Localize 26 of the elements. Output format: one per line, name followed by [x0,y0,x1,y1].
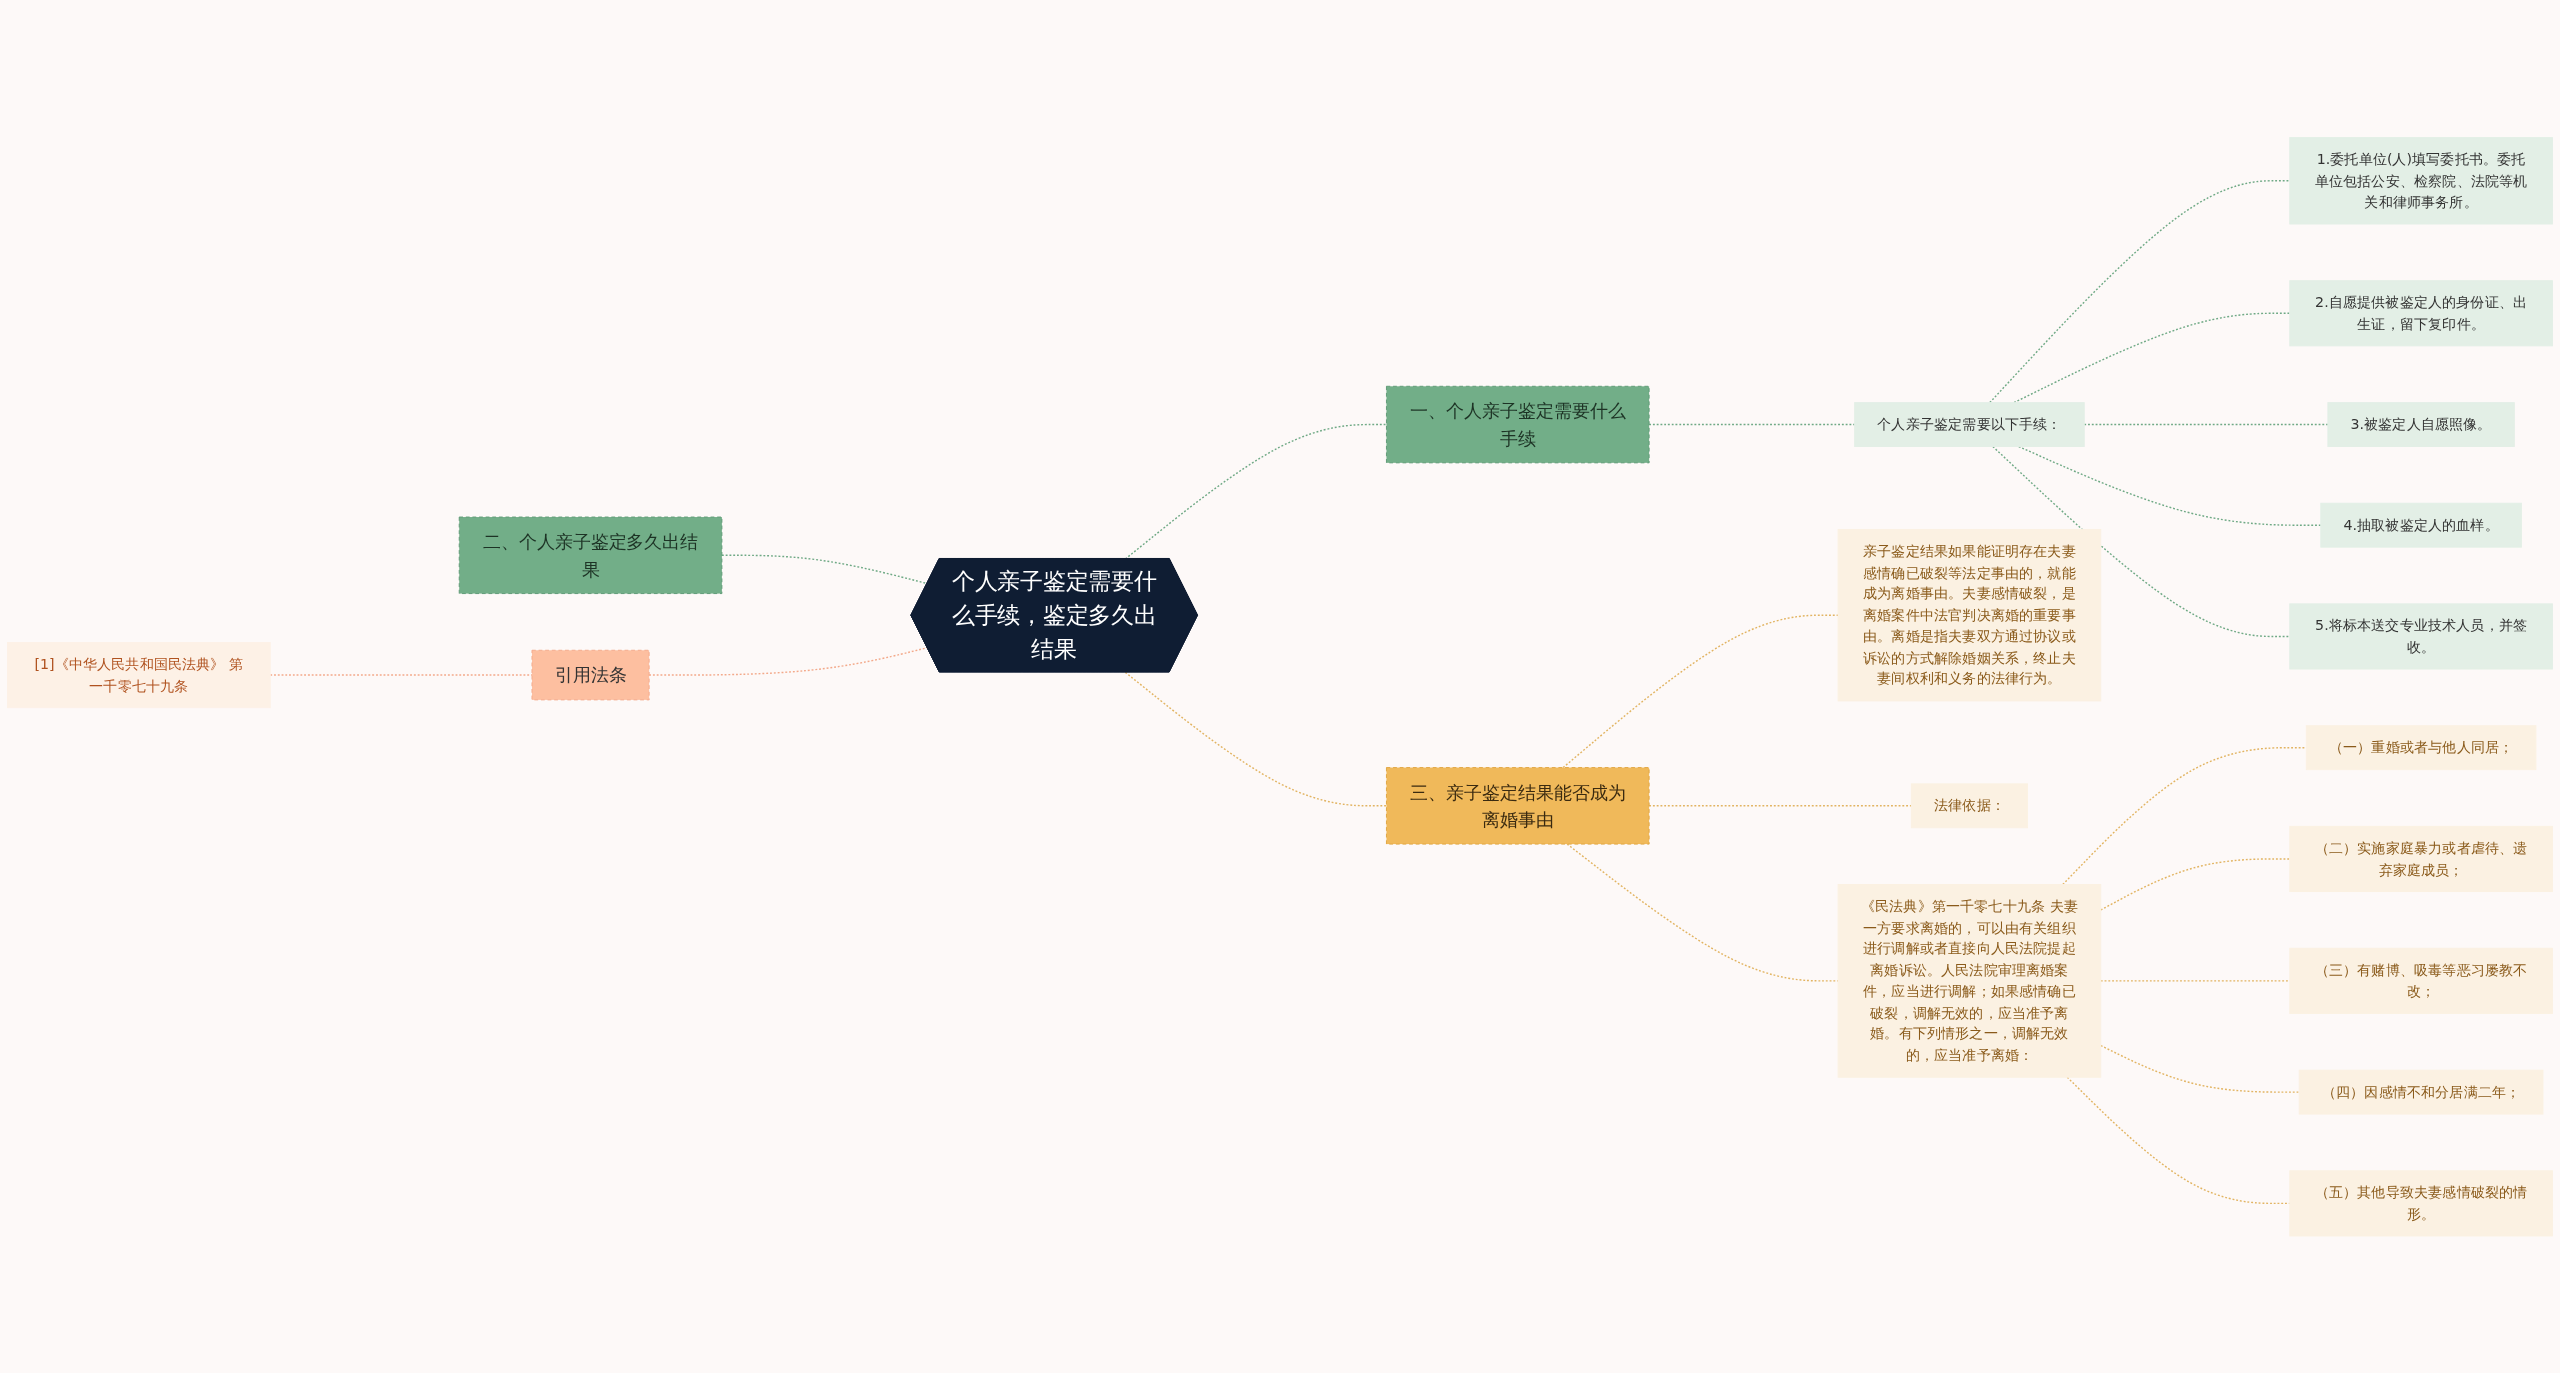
node-box: 4.抽取被鉴定人的血样。 [2320,502,2522,548]
node-box: （五）其他导致夫妻感情破裂的情形。 [2289,1170,2553,1237]
node-box: （三）有赌博、吸毒等恶习屡教不改； [2289,947,2553,1014]
connector [2100,979,2291,982]
node-box: 一、个人亲子鉴定需要什么手续 [1386,385,1650,464]
node-box: （四）因感情不和分居满二年； [2298,1069,2544,1115]
node-box: 法律依据： [1910,783,2028,828]
node-box: 引用法条 [531,649,650,701]
connector [2100,1044,2300,1093]
connector [1124,671,1388,807]
node-box: 二、个人亲子鉴定多久出结果 [458,516,723,594]
node-box: 5.将标本送交专业技术人员，并签收。 [2289,603,2553,670]
node-box: 3.被鉴定人自愿照像。 [2327,401,2515,447]
node-box: 三、亲子鉴定结果能否成为离婚事由 [1386,766,1650,845]
connector [2062,746,2307,885]
connector [2100,858,2291,911]
node-box: 亲子鉴定结果如果能证明存在夫妻感情确已破裂等法定事由的，就能成为离婚事由。夫妻感情破裂，是离婚案件中法官判决离婚的重要事由。离婚是指夫妻双方通过协议或诉讼的方式解除婚姻关系，终止夫妻间权利和义务的法律行为。 [1837,528,2102,702]
node-box: 个人亲子鉴定需要以下手续： [1854,401,2085,447]
node-box: 1.委托单位(人)填写委托书。委托单位包括公安、检察院、法院等机关和律师事务所。 [2289,136,2553,225]
node-box: 《民法典》第一千零七十九条 夫妻一方要求离婚的，可以由有关组织进行调解或者直接向人民法院提起离婚诉讼。人民法院审理离婚案件，应当进行调解；如果感情确已破裂，调解无效的，应当准予离婚。有下列情形之一，调解无效的，应当准予离婚： [1837,883,2102,1078]
node-box: （一）重婚或者与他人同居； [2305,725,2537,770]
connector [1992,445,2291,637]
node-box: 2.自愿提供被鉴定人的身份证、出生证，留下复印件。 [2289,279,2553,347]
node-box: （二）实施家庭暴力或者虐待、遗弃家庭成员； [2289,825,2553,892]
node-box: [1]《中华人民共和国民法典》 第一千零七十九条 [7,641,271,708]
connector [1989,179,2291,404]
